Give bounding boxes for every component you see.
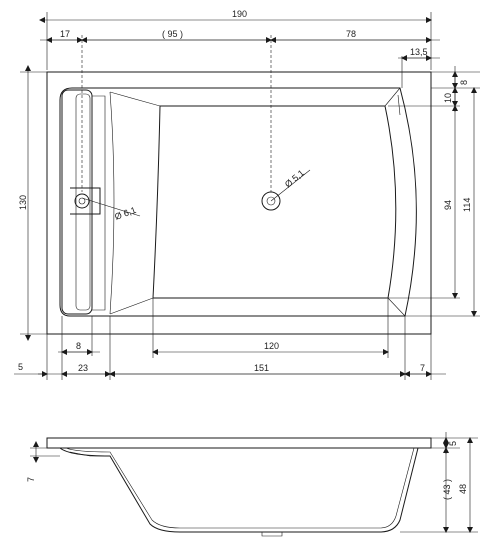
side-dimensions: 7 5 ( 43 ) 48 bbox=[26, 432, 478, 533]
dim-basin-height: 94 bbox=[443, 200, 453, 210]
bottom-dimensions: 120 8 5 23 151 7 bbox=[14, 298, 446, 380]
tub-outline bbox=[46, 71, 432, 335]
side-headrest bbox=[69, 451, 110, 457]
drain-left-label: Ø 6,1 bbox=[113, 205, 137, 222]
tub-inner-outline bbox=[59, 87, 417, 317]
dim-overall-width: 190 bbox=[232, 9, 247, 19]
dim-side-left: 7 bbox=[26, 477, 36, 482]
basin-wall-left bbox=[109, 91, 161, 315]
drain-center-label: Ø 5,1 bbox=[283, 168, 306, 190]
top-view: Ø 6,1 Ø 5,1 bbox=[46, 35, 432, 335]
dim-inner-height: 114 bbox=[462, 198, 472, 212]
dim-side-inner-depth: ( 43 ) bbox=[442, 479, 452, 500]
dim-seg-middle: ( 95 ) bbox=[162, 29, 183, 39]
dim-side-rim: 5 bbox=[448, 441, 458, 446]
basin-outline bbox=[152, 105, 397, 299]
seat-bar-channel bbox=[92, 95, 106, 311]
basin-wall-right bbox=[384, 87, 406, 317]
dim-seat-inner: 8 bbox=[76, 341, 81, 351]
side-view bbox=[46, 437, 432, 537]
side-shell-inner bbox=[65, 447, 415, 529]
top-dimensions: 190 17 ( 95 ) 78 13,5 bbox=[39, 9, 440, 88]
dim-side-total-depth: 48 bbox=[458, 484, 468, 494]
dim-height: 130 bbox=[18, 195, 28, 210]
left-dimensions: 130 bbox=[18, 65, 47, 341]
seat-bar-outer bbox=[61, 89, 93, 315]
dim-right-offset: 13,5 bbox=[410, 47, 428, 57]
dim-seg-left: 17 bbox=[60, 29, 70, 39]
left-drain-notch bbox=[70, 187, 101, 215]
seat-slope bbox=[109, 91, 115, 315]
dim-seat: 23 bbox=[78, 363, 88, 373]
dim-top-gap-2: 10 bbox=[443, 93, 453, 103]
left-drain-icon bbox=[74, 193, 90, 209]
right-dimensions: 8 10 94 114 bbox=[388, 66, 480, 317]
dim-rim-left: 5 bbox=[18, 362, 23, 372]
seat-bar-inner bbox=[75, 93, 91, 311]
side-rim bbox=[46, 437, 432, 449]
dim-seg-right: 78 bbox=[346, 29, 356, 39]
dim-rim-right: 7 bbox=[420, 363, 425, 373]
side-drain bbox=[261, 532, 283, 537]
side-shell bbox=[59, 447, 419, 533]
dim-basin-width: 120 bbox=[264, 341, 279, 351]
dim-main: 151 bbox=[254, 363, 269, 373]
dim-top-gap-1: 8 bbox=[459, 80, 469, 85]
